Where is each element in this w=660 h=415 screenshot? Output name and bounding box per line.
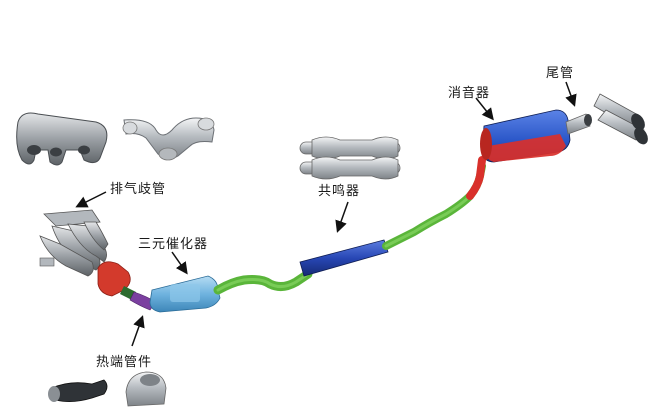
resonator-arrow (335, 201, 349, 233)
muffler-arrow (475, 97, 494, 121)
tail-pipe-label: 尾管 (546, 66, 575, 81)
catalytic-converter-label: 三元催化器 (138, 237, 209, 252)
manifold-arrow (75, 191, 107, 208)
tail-pipe-arrow (565, 81, 577, 107)
tubular-manifold-part (122, 117, 215, 161)
exhaust-manifold-label: 排气歧管 (110, 182, 167, 197)
tail-pipe-part (565, 113, 592, 135)
resonator-part-illustration (299, 136, 401, 180)
hot-end-arrow (131, 315, 145, 347)
hot-end-pipe-section (97, 261, 157, 311)
hot-end-pipe-label: 热端管件 (96, 355, 153, 370)
mid-pipe-rear (382, 162, 486, 250)
manifold-assembly (39, 209, 109, 277)
cat-arrow (171, 251, 188, 275)
cast-manifold-part (16, 112, 108, 166)
resonator-body (299, 239, 389, 277)
muffler-label: 消音器 (448, 86, 491, 101)
hot-end-part-illustrations (48, 371, 167, 407)
catalytic-converter-part (149, 275, 221, 313)
resonator-label: 共鸣器 (318, 184, 361, 199)
muffler-body (480, 109, 571, 163)
tail-tip-illustration (593, 93, 648, 145)
